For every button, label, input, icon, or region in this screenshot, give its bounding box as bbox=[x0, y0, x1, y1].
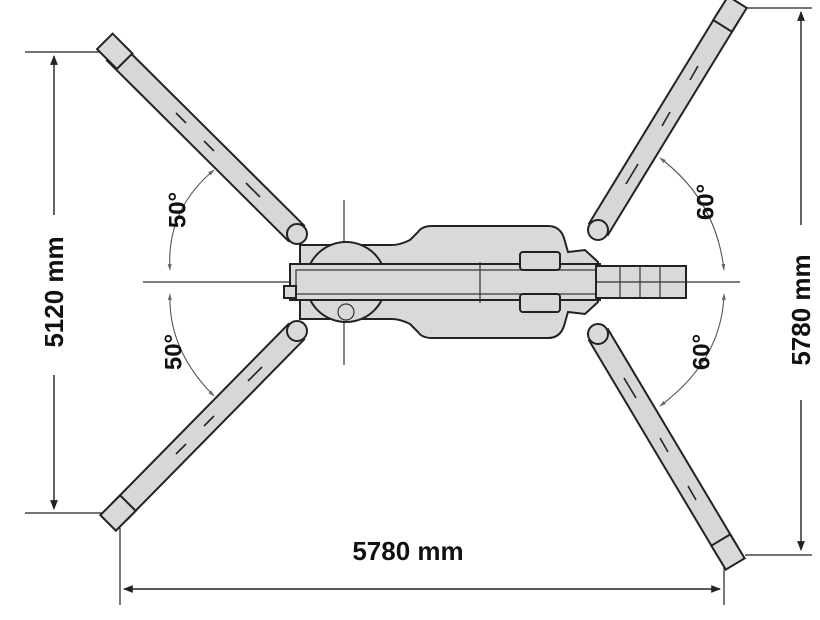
machine-body bbox=[283, 225, 687, 339]
angle-arcs bbox=[167, 157, 726, 407]
angle-lower-right-label: 60° bbox=[689, 334, 716, 370]
outrigger-leg-upper-right bbox=[587, 0, 749, 241]
angle-lower-left-label: 50° bbox=[161, 334, 188, 370]
outrigger-leg-lower-left bbox=[98, 320, 308, 533]
right-height-label: 5780 mm bbox=[786, 254, 816, 365]
outrigger-leg-upper-left bbox=[95, 32, 308, 245]
outrigger-leg-lower-right bbox=[587, 323, 747, 572]
left-height-label: 5120 mm bbox=[39, 236, 69, 347]
bottom-width-label: 5780 mm bbox=[352, 536, 463, 566]
witness-lines bbox=[25, 7, 812, 605]
angle-upper-right-label: 60° bbox=[693, 184, 720, 220]
angle-upper-left-label: 50° bbox=[165, 192, 192, 228]
